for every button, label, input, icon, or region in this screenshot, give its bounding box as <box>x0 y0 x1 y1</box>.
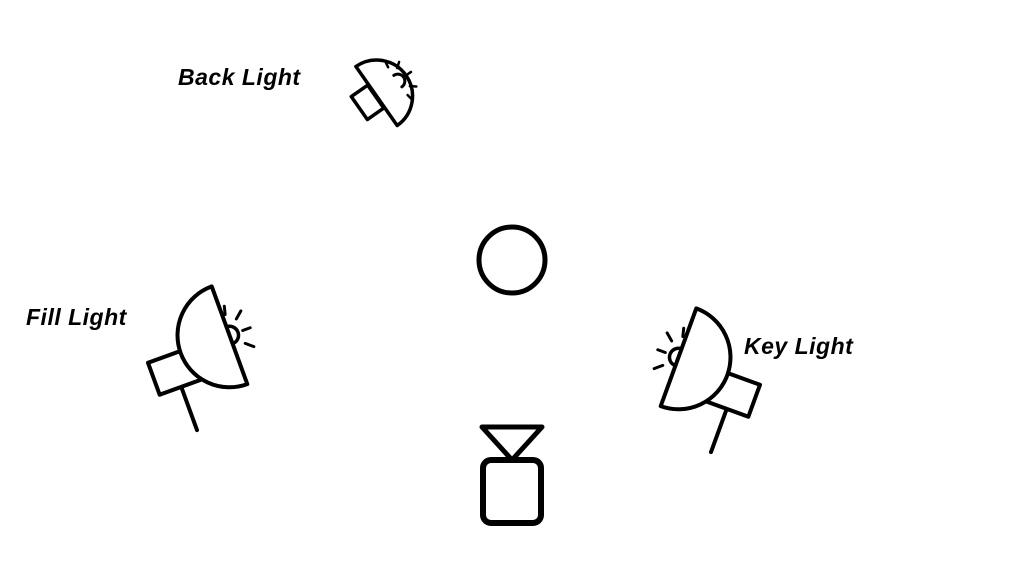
fill-light-icon <box>146 284 256 433</box>
back-light-label: Back Light <box>178 64 301 90</box>
fill-light-bulb <box>224 324 241 346</box>
key-light-hood <box>658 306 733 412</box>
back-light-rays <box>384 60 418 101</box>
fill-light: Fill Light <box>26 284 256 433</box>
key-light-icon <box>652 306 762 455</box>
back-light-bulb <box>392 72 407 89</box>
key-light-stand <box>709 405 730 455</box>
fill-light-hood <box>175 284 250 390</box>
back-light: Back Light <box>178 58 418 128</box>
back-light-hood <box>354 58 415 128</box>
key-light-rays <box>652 326 686 371</box>
camera-lens <box>479 424 545 463</box>
key-light: Key Light <box>652 306 854 455</box>
back-light-icon <box>349 58 418 128</box>
camera-icon <box>479 424 545 526</box>
subject-circle-icon <box>476 224 548 296</box>
camera-body <box>480 457 544 526</box>
fill-light-rays <box>222 304 256 349</box>
fill-light-stand <box>178 383 199 433</box>
fill-light-label: Fill Light <box>26 304 128 330</box>
key-light-bulb <box>667 346 684 368</box>
key-light-label: Key Light <box>744 333 854 359</box>
